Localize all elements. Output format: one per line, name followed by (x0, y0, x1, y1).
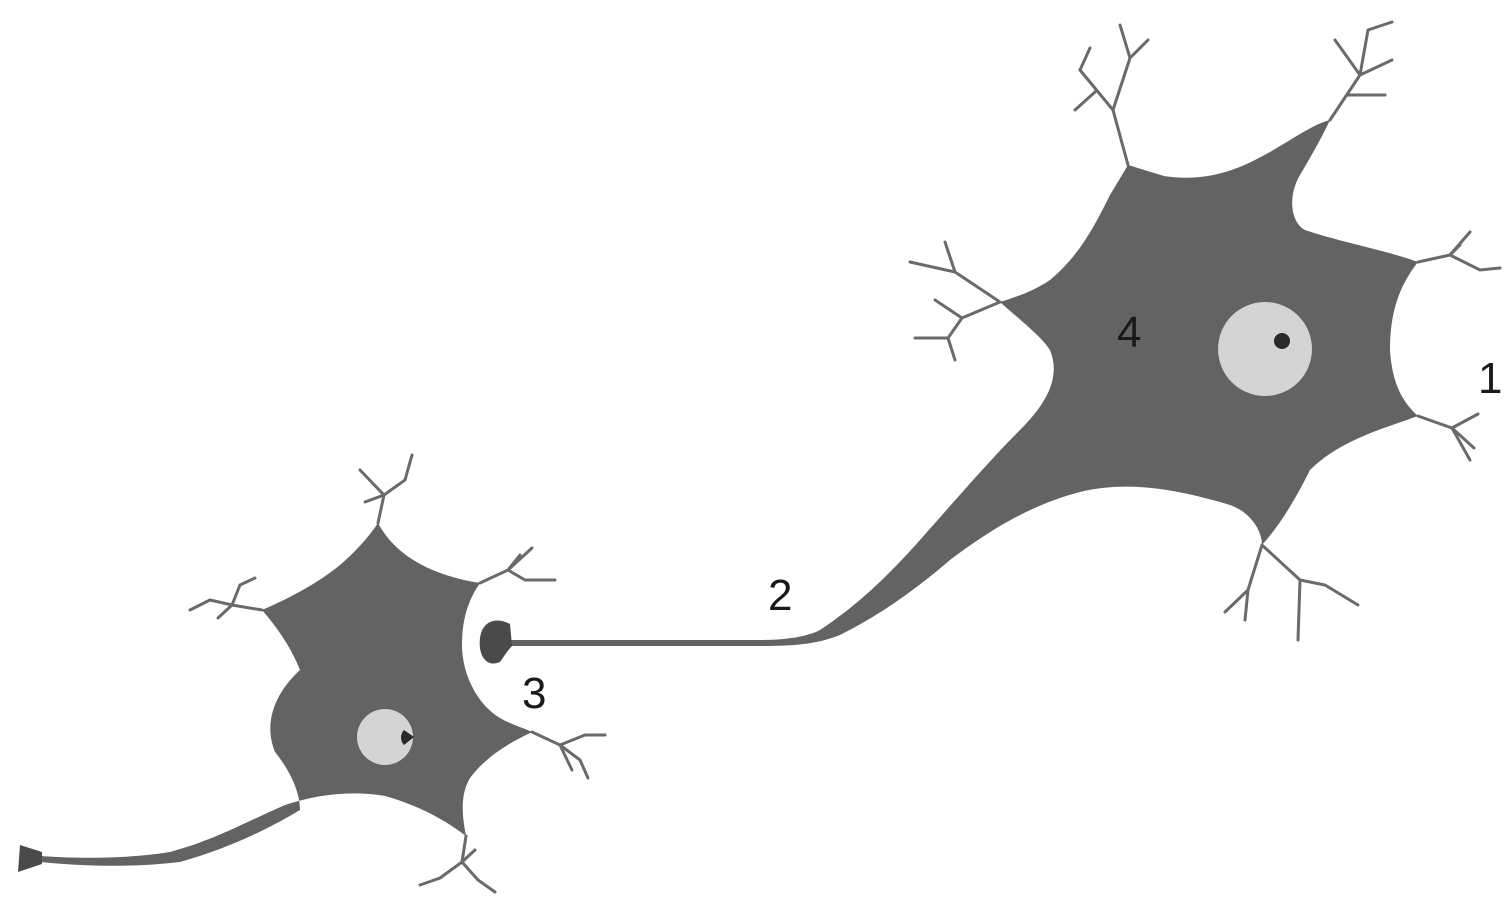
label-2: 2 (768, 571, 792, 620)
small-neuron-terminal (18, 845, 42, 872)
label-1: 1 (1478, 354, 1502, 403)
small-neuron-nucleolus (401, 730, 414, 745)
small-neuron (18, 453, 607, 894)
axon-terminal (479, 620, 512, 664)
small-neuron-nucleus (357, 709, 413, 765)
label-4: 4 (1117, 308, 1141, 357)
small-neuron-cell-body (40, 523, 532, 866)
large-neuron-nucleolus (1274, 333, 1290, 349)
large-neuron-dendrites (908, 20, 1502, 642)
large-neuron-nucleus (1218, 302, 1312, 396)
large-neuron (510, 20, 1502, 646)
large-neuron-cell-body (510, 120, 1418, 646)
label-3: 3 (522, 669, 546, 718)
small-neuron-dendrites (188, 453, 607, 894)
labels: 1 2 3 4 (522, 308, 1502, 718)
